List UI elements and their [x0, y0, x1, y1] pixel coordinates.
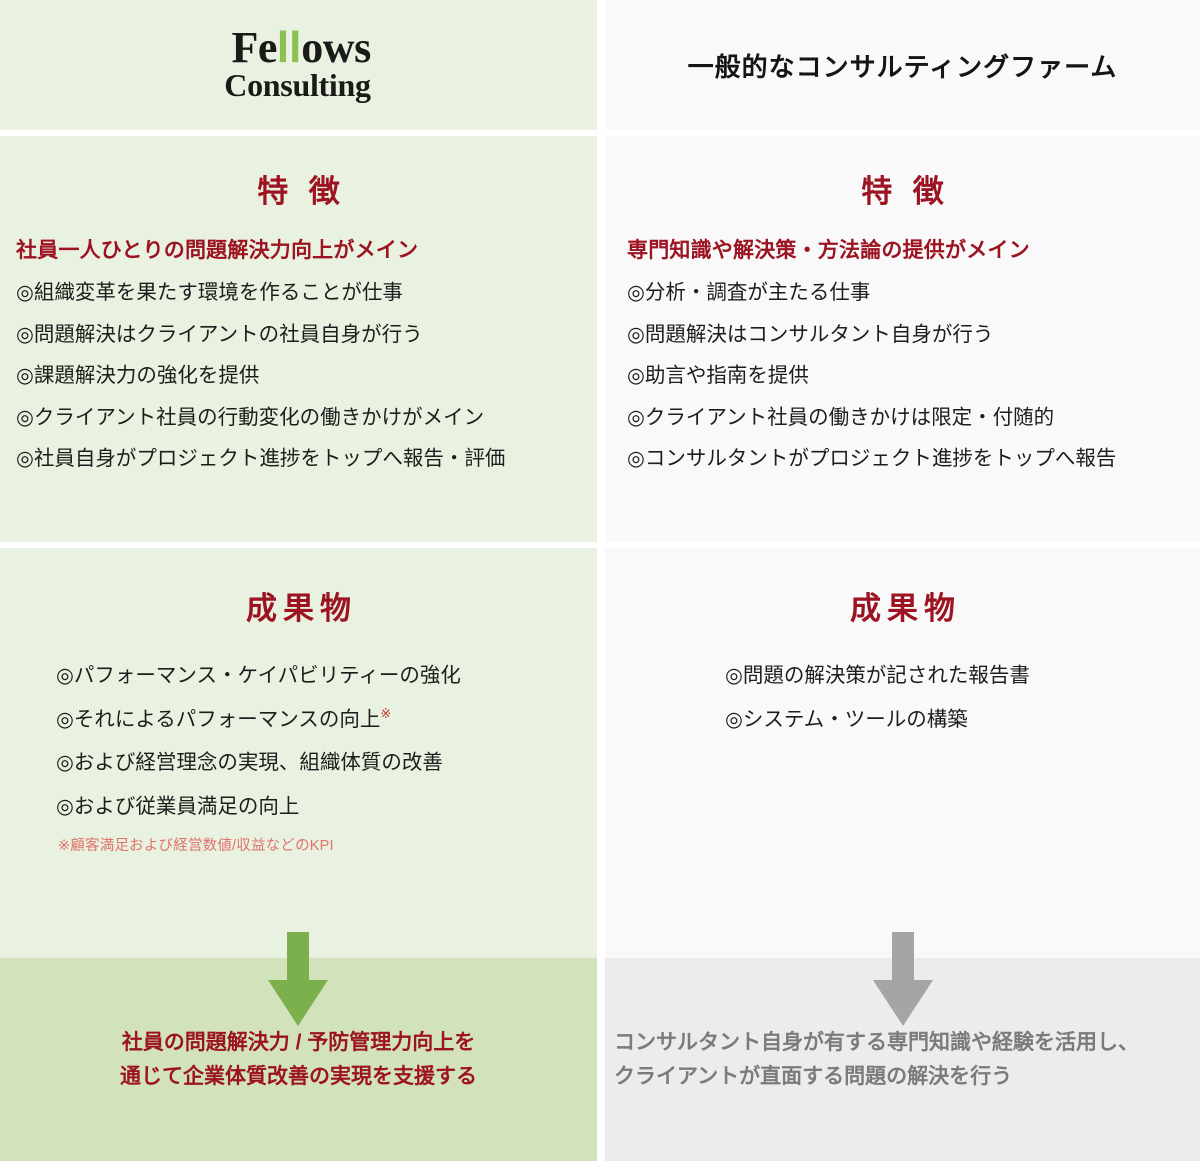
footnote-superscript-mark: ※: [380, 705, 392, 721]
list-item: ◎システム・ツールの構築: [725, 707, 968, 731]
deliverables-cell-generic-firm: 成果物 ◎問題の解決策が記された報告書 ◎システム・ツールの構築: [605, 548, 1200, 958]
list-item: ◎および経営理念の実現、組織体質の改善: [56, 751, 443, 774]
summary-cell-generic-firm: コンサルタント自身が有する専門知識や経験を活用し、 クライアントが直面する問題の…: [605, 958, 1200, 1161]
header-title-generic-firm: 一般的なコンサルティングファーム: [687, 51, 1118, 82]
list-item: ◎および従業員満足の向上: [56, 794, 300, 818]
arrow-shaft: [287, 932, 309, 984]
list-item: ◎組織変革を果たす環境を作ることが仕事: [16, 281, 403, 304]
list-item: ◎課題解決力の強化を提供: [16, 364, 260, 387]
header-cell-fellows: Fellows Consulting: [0, 0, 597, 130]
features-heading-right: 特 徴: [861, 174, 950, 209]
arrow-head: [268, 980, 328, 1026]
list-item: 社員一人ひとりの問題解決力向上がメイン: [16, 239, 419, 262]
footnote-text: ※顧客満足および経営数値/収益などのKPI: [58, 838, 334, 854]
down-arrow-gray-icon: [873, 932, 933, 1026]
list-item: ◎コンサルタントがプロジェクト進捗をトップへ報告: [627, 447, 1117, 470]
list-item: ◎社員自身がプロジェクト進捗をトップへ報告・評価: [16, 447, 506, 470]
list-item: ◎問題解決はコンサルタント自身が行う: [627, 322, 994, 346]
features-heading-left: 特 徴: [257, 174, 346, 209]
summary-text-right: コンサルタント自身が有する専門知識や経験を活用し、 クライアントが直面する問題の…: [614, 1031, 1139, 1089]
down-arrow-green-icon: [268, 932, 328, 1026]
features-cell-fellows: 特 徴 社員一人ひとりの問題解決力向上がメイン ◎組織変革を果たす環境を作ること…: [0, 136, 597, 542]
arrow-head: [873, 980, 933, 1026]
header-cell-generic-firm: 一般的なコンサルティングファーム: [605, 0, 1200, 130]
features-cell-generic-firm: 特 徴 専門知識や解決策・方法論の提供がメイン ◎分析・調査が主たる仕事 ◎問題…: [605, 136, 1200, 542]
fellows-consulting-logo: Fellows Consulting: [224, 26, 372, 104]
list-item: ◎助言や指南を提供: [627, 364, 809, 387]
arrow-shaft: [892, 932, 914, 984]
deliverables-list-right: ◎問題の解決策が記された報告書 ◎システム・ツールの構築: [605, 664, 1200, 731]
deliverables-cell-fellows: 成果物 ◎パフォーマンス・ケイパビリティーの強化 ◎それによるパフォーマンスの向…: [0, 548, 597, 958]
list-item-text: ◎それによるパフォーマンスの向上: [56, 707, 381, 731]
deliverables-heading-left: 成果物: [246, 591, 357, 626]
logo-text-fe: Fe: [231, 23, 277, 73]
logo-green-ll-mark: ll: [276, 23, 302, 73]
deliverables-list-left: ◎パフォーマンス・ケイパビリティーの強化 ◎それによるパフォーマンスの向上※ ◎…: [0, 664, 597, 818]
list-item: ◎クライアント社員の行動変化の働きかけがメイン: [16, 405, 485, 429]
summary-text-left: 社員の問題解決力 / 予防管理力向上を 通じて企業体質改善の実現を支援する: [120, 1031, 477, 1089]
deliverables-heading-right: 成果物: [850, 591, 961, 626]
features-list-right: 専門知識や解決策・方法論の提供がメイン ◎分析・調査が主たる仕事 ◎問題解決はコ…: [605, 240, 1200, 470]
list-item: ◎それによるパフォーマンスの向上※: [56, 707, 597, 731]
list-item: ◎問題の解決策が記された報告書: [725, 664, 1030, 687]
logo-wordmark-consulting: Consulting: [224, 67, 371, 104]
list-item: ◎クライアント社員の働きかけは限定・付随的: [627, 405, 1055, 429]
logo-wordmark-fellows: Fellows: [224, 26, 371, 70]
logo-text-ows: ows: [301, 23, 371, 73]
list-item: ◎パフォーマンス・ケイパビリティーの強化: [56, 664, 461, 687]
list-item: ◎問題解決はクライアントの社員自身が行う: [16, 322, 423, 346]
list-item: ◎分析・調査が主たる仕事: [627, 281, 871, 304]
list-item: 専門知識や解決策・方法論の提供がメイン: [627, 239, 1030, 262]
features-list-left: 社員一人ひとりの問題解決力向上がメイン ◎組織変革を果たす環境を作ることが仕事 …: [0, 240, 597, 470]
